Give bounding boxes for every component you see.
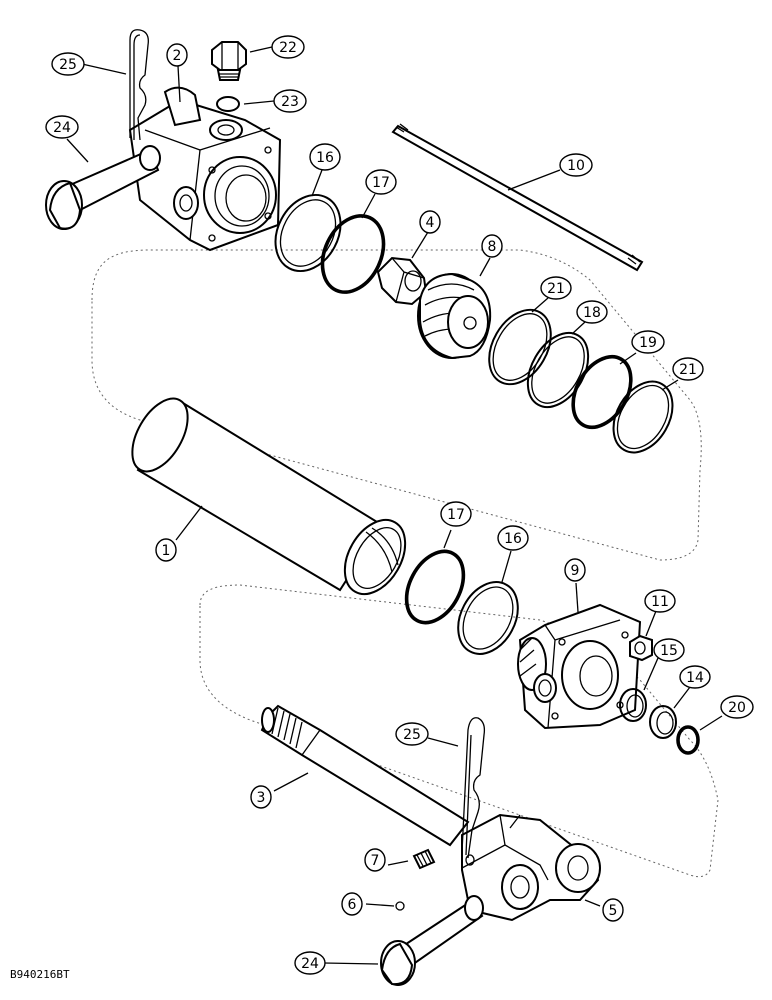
- callout-21: 21: [540, 276, 572, 300]
- svg-text:17: 17: [372, 175, 390, 191]
- callout-16: 16: [309, 143, 341, 171]
- part-21-lower-ring: [612, 380, 674, 454]
- callout-9: 9: [564, 558, 586, 582]
- part-7-set-screw: [412, 848, 436, 870]
- part-5-clevis: [461, 813, 601, 922]
- callout-6: 6: [341, 892, 363, 916]
- callout-17: 17: [365, 169, 397, 195]
- callout-2: 2: [166, 43, 188, 67]
- callout-21: 21: [672, 357, 704, 381]
- callout-22: 22: [271, 35, 305, 59]
- callout-15: 15: [653, 638, 685, 662]
- part-11-nut: [629, 634, 653, 662]
- svg-text:20: 20: [728, 700, 746, 716]
- svg-text:7: 7: [371, 853, 380, 869]
- part-2-end-cap: [128, 86, 282, 252]
- callout-24: 24: [294, 951, 326, 975]
- part-4-nut: [376, 256, 428, 306]
- callout-14: 14: [679, 665, 711, 689]
- svg-text:16: 16: [316, 150, 334, 166]
- part-20-oring: [676, 725, 700, 755]
- svg-text:9: 9: [571, 563, 580, 579]
- svg-text:21: 21: [547, 281, 565, 297]
- svg-text:3: 3: [257, 790, 266, 806]
- part-17-upper-oring: [320, 214, 386, 294]
- svg-text:11: 11: [651, 594, 669, 610]
- svg-text:24: 24: [301, 956, 319, 972]
- part-19-oring: [571, 354, 633, 430]
- reference-code: B940216BT: [10, 968, 70, 981]
- svg-text:22: 22: [279, 40, 297, 56]
- leader-lines: [66, 46, 723, 965]
- part-6-ball: [395, 901, 405, 911]
- svg-text:17: 17: [447, 507, 465, 523]
- part-23-washer: [216, 96, 240, 112]
- callout-23: 23: [273, 89, 307, 113]
- callout-3: 3: [250, 785, 272, 809]
- part-16-upper-ring: [274, 193, 342, 273]
- callout-4: 4: [419, 210, 441, 234]
- svg-text:25: 25: [403, 727, 421, 743]
- part-1-barrel: [131, 397, 407, 595]
- svg-text:14: 14: [686, 670, 704, 686]
- part-22-plug: [211, 41, 247, 81]
- callout-25: 25: [51, 52, 85, 76]
- callout-8: 8: [481, 234, 503, 258]
- callout-16: 16: [497, 525, 529, 551]
- part-8-piston: [417, 272, 492, 360]
- callout-7: 7: [364, 848, 386, 872]
- lower-group-outline: [199, 584, 719, 878]
- part-10-tie-rod: [391, 123, 644, 272]
- part-25-lower-clip: [461, 717, 486, 859]
- svg-text:1: 1: [162, 543, 171, 559]
- svg-text:24: 24: [53, 120, 71, 136]
- callout-5: 5: [602, 898, 624, 922]
- callouts: 25 2 22 23 24 16 17 10 4 8 21 18 19 21 1…: [45, 35, 754, 975]
- callout-17: 17: [440, 501, 472, 527]
- svg-text:21: 21: [679, 362, 697, 378]
- part-25-upper-clip: [129, 29, 149, 141]
- callout-18: 18: [576, 300, 608, 324]
- svg-text:6: 6: [348, 897, 357, 913]
- callout-25: 25: [395, 722, 429, 746]
- svg-text:8: 8: [488, 239, 497, 255]
- part-18-backup-ring: [526, 332, 590, 408]
- part-9-rod-end-cap: [517, 603, 642, 730]
- svg-text:23: 23: [281, 94, 299, 110]
- svg-text:15: 15: [660, 643, 678, 659]
- svg-text:2: 2: [173, 48, 182, 64]
- part-24-lower-pin: [380, 895, 484, 986]
- svg-text:25: 25: [59, 57, 77, 73]
- part-3-piston-rod: [260, 704, 470, 847]
- svg-text:18: 18: [583, 305, 601, 321]
- part-16-lower-ring: [457, 581, 519, 655]
- svg-text:16: 16: [504, 531, 522, 547]
- callout-24: 24: [45, 115, 79, 139]
- callout-19: 19: [631, 330, 665, 354]
- svg-text:19: 19: [639, 335, 657, 351]
- part-14-seal: [649, 705, 677, 739]
- part-24-upper-pin: [45, 145, 161, 230]
- callout-20: 20: [720, 695, 754, 719]
- part-15-wiper: [619, 688, 647, 722]
- callout-10: 10: [559, 153, 593, 177]
- svg-text:4: 4: [426, 215, 435, 231]
- callout-1: 1: [155, 538, 177, 562]
- part-17-lower-oring: [404, 549, 466, 625]
- callout-11: 11: [644, 589, 676, 613]
- svg-text:5: 5: [609, 903, 618, 919]
- svg-text:10: 10: [567, 158, 585, 174]
